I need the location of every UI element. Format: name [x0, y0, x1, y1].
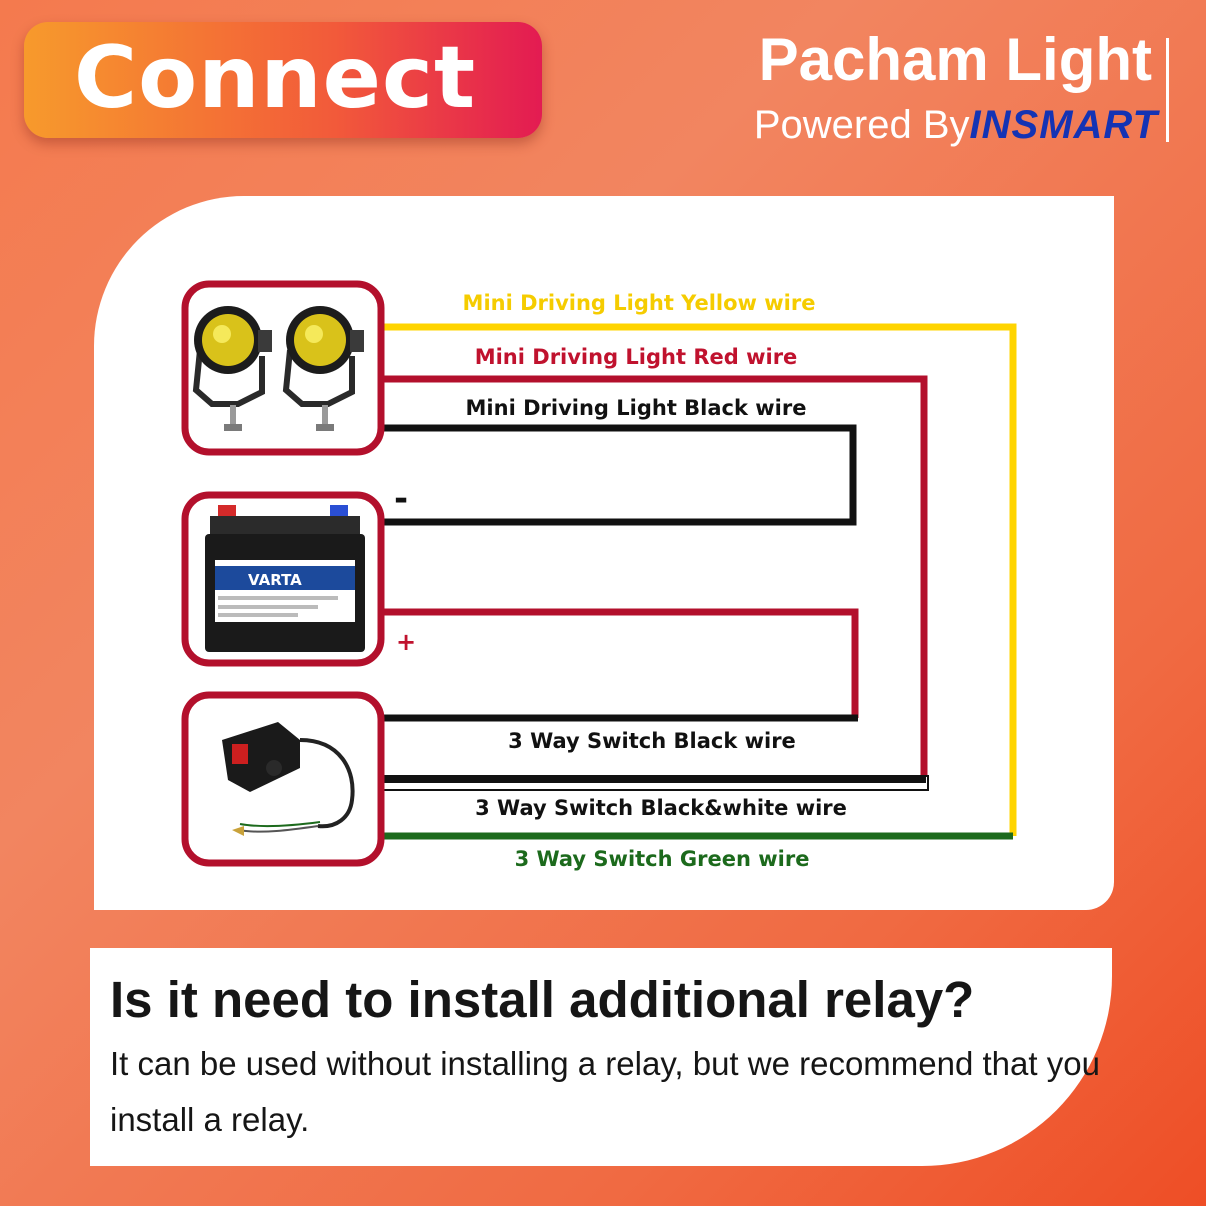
- black-light-wire: [383, 424, 857, 526]
- three-way-switch-icon: [222, 722, 355, 836]
- positive-terminal-label: +: [396, 628, 416, 656]
- driving-light-right-icon: [282, 306, 364, 431]
- red-wire-label: Mini Driving Light Red wire: [475, 345, 798, 369]
- yellow-wire: [383, 323, 1017, 836]
- relay-answer: It can be used without installing a rela…: [110, 1045, 1100, 1138]
- insmart-logo-text: INSMART: [969, 103, 1158, 147]
- brand-divider: [1166, 38, 1169, 142]
- black-wire-label: Mini Driving Light Black wire: [466, 396, 807, 420]
- switch-black-wire-label: 3 Way Switch Black wire: [508, 729, 796, 753]
- yellow-wire-label: Mini Driving Light Yellow wire: [463, 291, 816, 315]
- brand-powered-by: Powered ByINSMART: [754, 100, 1158, 150]
- red-light-wire: [383, 375, 928, 781]
- battery-brand-text: VARTA: [248, 571, 302, 589]
- relay-faq-card: Is it need to install additional relay? …: [90, 948, 1112, 1166]
- relay-question: Is it need to install additional relay?: [110, 971, 975, 1028]
- battery-icon: [205, 505, 365, 652]
- negative-terminal-label: -: [394, 479, 408, 519]
- page-title: Connect: [74, 28, 477, 128]
- switch-green-wire-label: 3 Way Switch Green wire: [515, 847, 810, 871]
- switch-bw-wire-label: 3 Way Switch Black&white wire: [475, 796, 847, 820]
- powered-prefix: Powered By: [753, 103, 970, 147]
- driving-light-left-icon: [192, 306, 272, 431]
- brand-name: Pacham Light: [758, 26, 1152, 93]
- connect-badge: [24, 22, 542, 138]
- red-battery-wire: [383, 608, 859, 718]
